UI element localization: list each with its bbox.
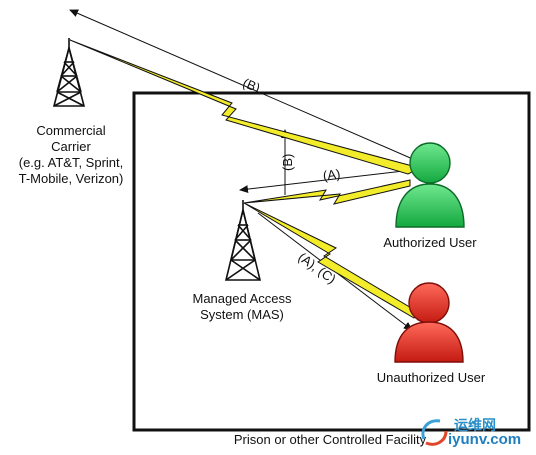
carrier-label: Commercial Carrier (e.g. AT&T, Sprint, T… [18,123,124,186]
unauthorized-user-icon [394,282,464,363]
link-b-arrow [69,9,416,161]
facility-boundary [132,91,531,432]
watermark-site: iyunv.com [448,431,522,448]
link-b-vertical-label: (B) [280,154,295,171]
link-b-top-label: (B) [241,75,263,96]
authorized-user-label: Authorized User [383,235,477,250]
facility-label: Prison or other Controlled Facility [233,432,427,447]
unauthorized-user-label: Unauthorized User [376,370,486,385]
commercial-tower-icon [52,38,86,107]
mas-tower-icon [224,200,262,281]
link-a-arrow [239,169,413,194]
watermark-cn: 运维网 [454,417,496,433]
watermark-logo-icon [421,419,448,446]
link-a-top-label: (A) [322,166,341,183]
authorized-user-icon [395,142,465,228]
site-watermark: 运维网 iyunv.com [418,415,530,449]
mas-label: Managed Access System (MAS) [192,291,292,322]
lightning-mas-to-auth [243,179,411,205]
